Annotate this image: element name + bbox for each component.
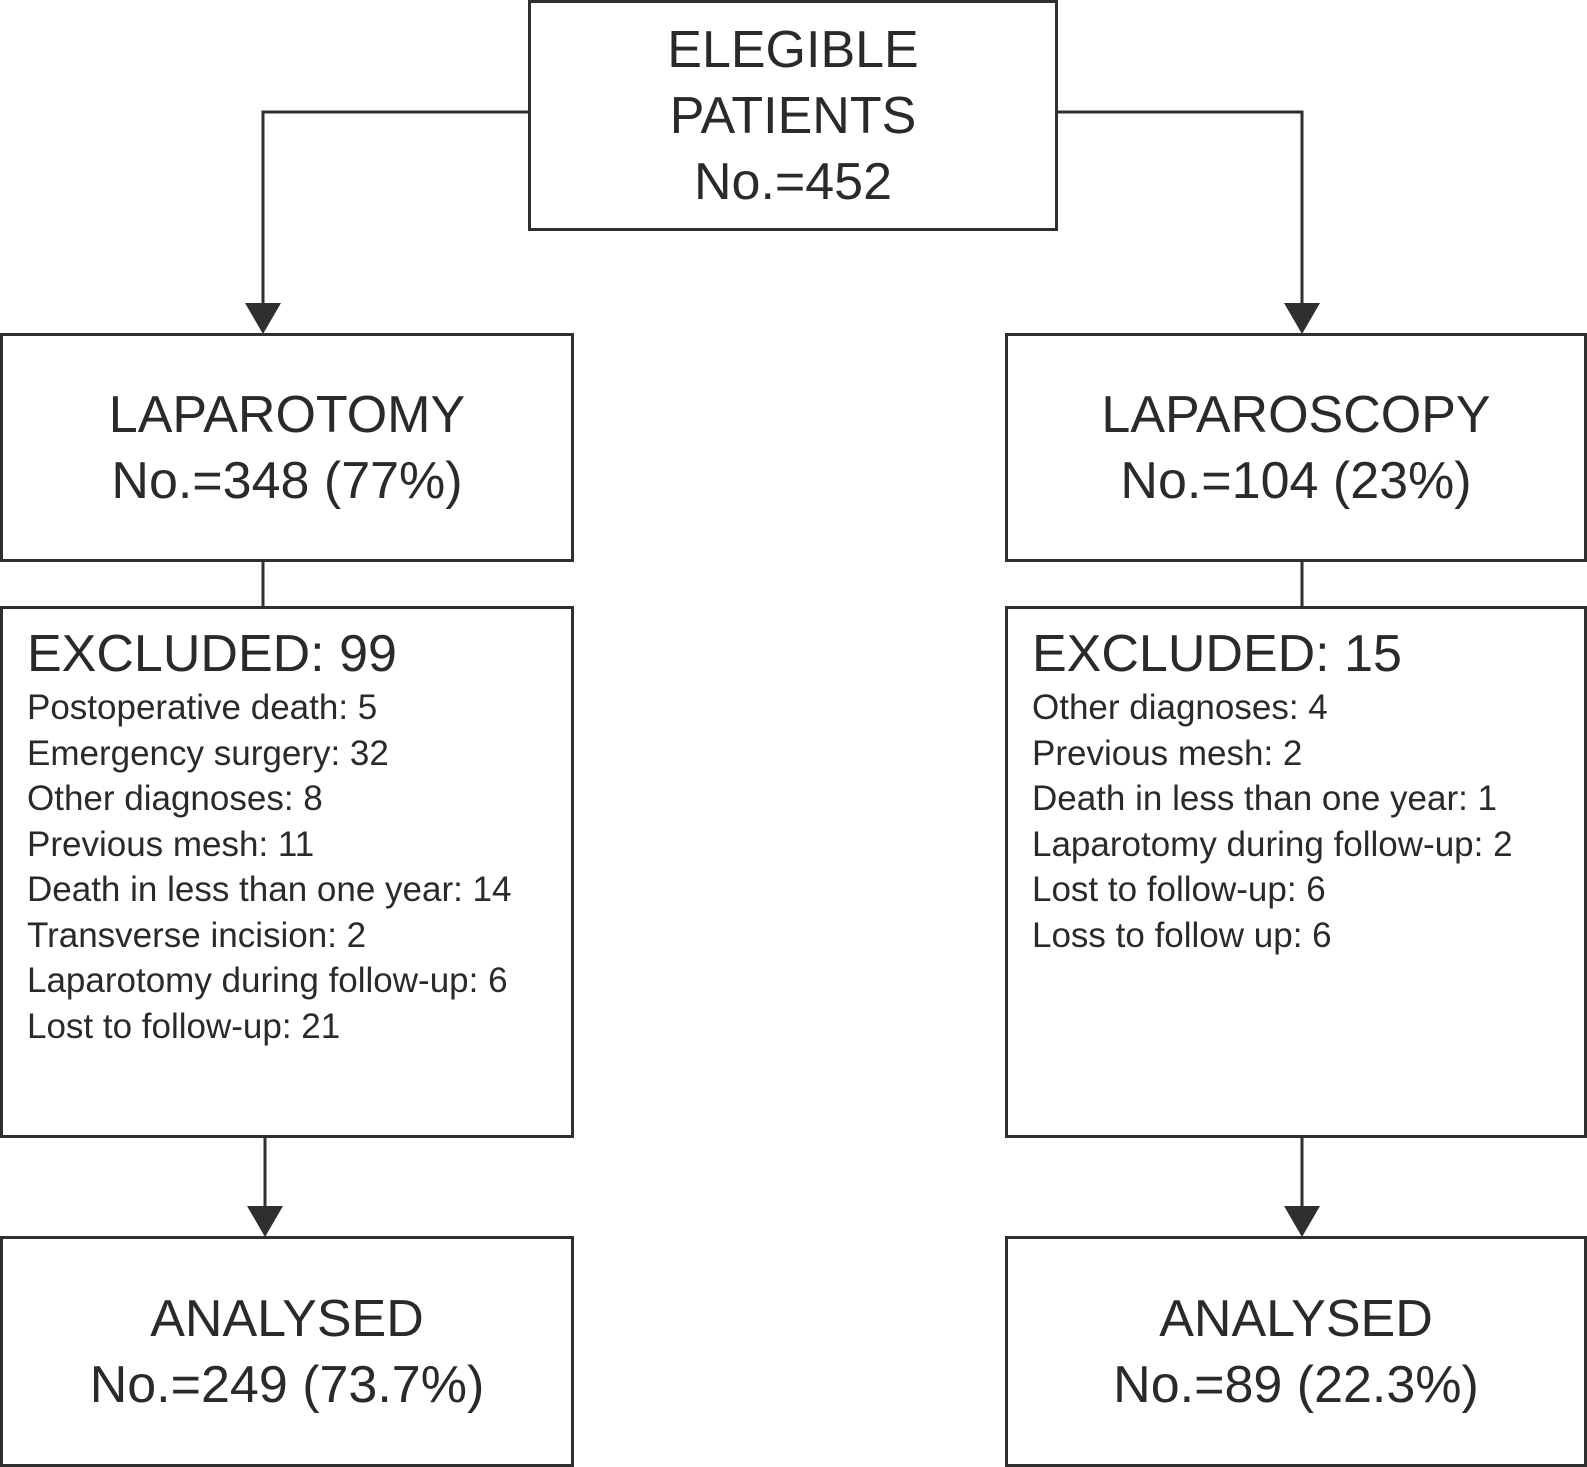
laparoscopy-excluded-box: EXCLUDED: 15 Other diagnoses: 4 Previous… bbox=[1005, 606, 1587, 1138]
laparoscopy-count: No.=104 (23%) bbox=[1120, 451, 1472, 510]
list-item: Other diagnoses: 8 bbox=[27, 779, 323, 818]
laparotomy-analysed-count: No.=249 (73.7%) bbox=[89, 1355, 485, 1414]
list-item: Lost to follow-up: 6 bbox=[1032, 870, 1326, 909]
laparotomy-box: LAPAROTOMY No.=348 (77%) bbox=[0, 333, 574, 562]
arrowhead-left-analysed bbox=[247, 1206, 283, 1237]
laparoscopy-excluded-list: Other diagnoses: 4 Previous mesh: 2 Deat… bbox=[1032, 685, 1584, 958]
list-item: Death in less than one year: 1 bbox=[1032, 779, 1498, 818]
list-item: Other diagnoses: 4 bbox=[1032, 688, 1328, 727]
list-item: Emergency surgery: 32 bbox=[27, 733, 389, 773]
laparotomy-label: LAPAROTOMY bbox=[108, 385, 466, 444]
laparotomy-analysed-box: ANALYSED No.=249 (73.7%) bbox=[0, 1236, 574, 1467]
connector-eligible-to-laparotomy bbox=[261, 110, 528, 305]
laparotomy-analysed-label: ANALYSED bbox=[150, 1289, 424, 1348]
list-item: Loss to follow up: 6 bbox=[1032, 915, 1332, 955]
list-item: Previous mesh: 2 bbox=[1032, 733, 1303, 773]
list-item: Laparotomy during follow-up: 2 bbox=[1032, 824, 1513, 864]
laparotomy-excluded-box: EXCLUDED: 99 Postoperative death: 5 Emer… bbox=[0, 606, 574, 1138]
laparoscopy-analysed-label: ANALYSED bbox=[1159, 1289, 1433, 1348]
list-item: Laparotomy during follow-up: 6 bbox=[27, 961, 508, 1000]
list-item: Lost to follow-up: 21 bbox=[27, 1006, 341, 1046]
laparotomy-excluded-title: EXCLUDED: 99 bbox=[27, 625, 397, 683]
eligible-patients-box: ELEGIBLE PATIENTS No.=452 bbox=[528, 0, 1058, 231]
eligible-count: No.=452 bbox=[693, 152, 893, 211]
eligible-label-line2: PATIENTS bbox=[669, 86, 917, 145]
arrowhead-laparotomy bbox=[245, 303, 281, 334]
laparoscopy-label: LAPAROSCOPY bbox=[1101, 385, 1491, 444]
list-item: Death in less than one year: 14 bbox=[27, 870, 512, 909]
laparoscopy-box: LAPAROSCOPY No.=104 (23%) bbox=[1005, 333, 1587, 562]
laparotomy-excluded-list: Postoperative death: 5 Emergency surgery… bbox=[27, 685, 571, 1049]
laparoscopy-analysed-count: No.=89 (22.3%) bbox=[1113, 1355, 1479, 1414]
arrowhead-laparoscopy bbox=[1284, 303, 1320, 334]
laparoscopy-analysed-box: ANALYSED No.=89 (22.3%) bbox=[1005, 1236, 1587, 1467]
arrowhead-right-analysed bbox=[1284, 1206, 1320, 1237]
eligible-label-line1: ELEGIBLE bbox=[667, 20, 919, 79]
laparoscopy-excluded-title: EXCLUDED: 15 bbox=[1032, 625, 1402, 683]
list-item: Previous mesh: 11 bbox=[27, 824, 315, 864]
list-item: Transverse incision: 2 bbox=[27, 915, 367, 955]
laparotomy-count: No.=348 (77%) bbox=[111, 451, 463, 510]
connector-eligible-to-laparoscopy bbox=[1057, 110, 1304, 305]
list-item: Postoperative death: 5 bbox=[27, 688, 378, 727]
